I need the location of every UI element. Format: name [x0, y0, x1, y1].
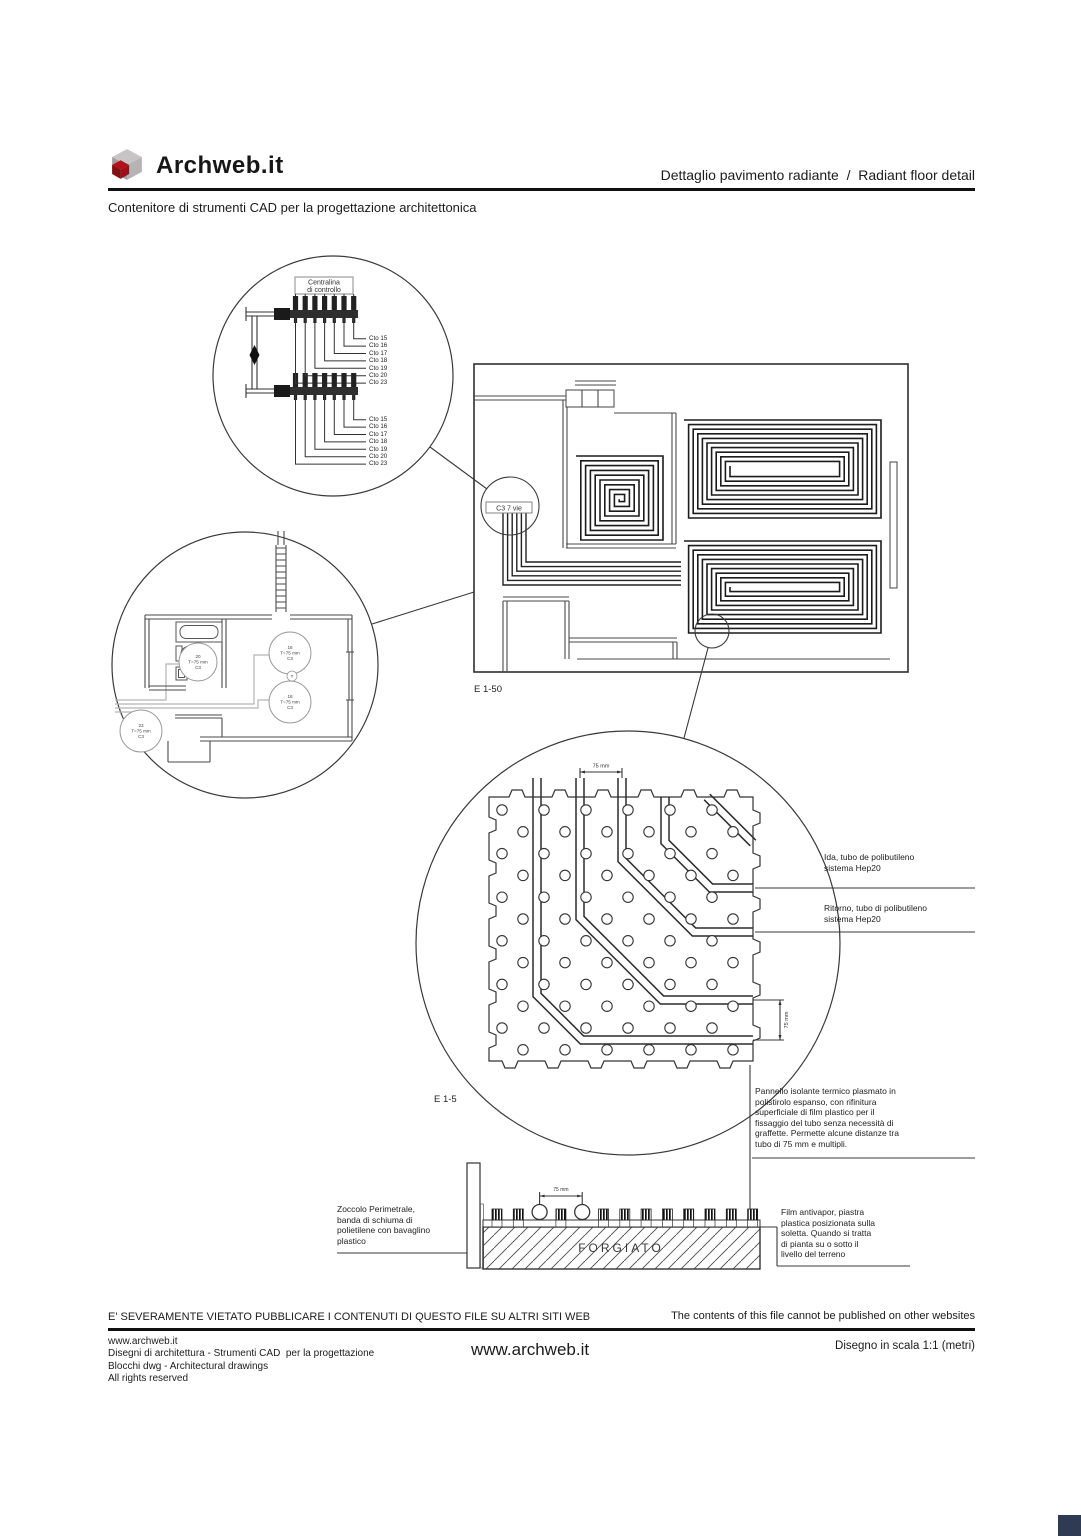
- header-rule: [108, 188, 975, 191]
- panel-detail-circle: 75 mm 75 mm: [415, 730, 841, 1156]
- circuit-label: Cto 23: [369, 379, 388, 387]
- svg-text:T=75 mm: T=75 mm: [131, 728, 151, 733]
- circuit-label: Cto 18: [369, 438, 388, 446]
- circuit-label: Cto 16: [369, 423, 388, 431]
- room-circuit-lines: [115, 654, 269, 726]
- section-nubs: [491, 1208, 758, 1227]
- room-walls: [144, 531, 354, 763]
- plan-scale-label: E 1-50: [474, 684, 502, 695]
- plan-radiator: [889, 461, 898, 589]
- svg-text:T=75 mm: T=75 mm: [280, 699, 300, 704]
- svg-text:C3: C3: [287, 656, 293, 661]
- thermostat-label: T: [291, 674, 294, 679]
- annotation-film: Film antivapor, piastra plastica posizio…: [781, 1207, 876, 1260]
- circuit-label: Cto 15: [369, 335, 388, 342]
- heating-coil-top: [684, 419, 882, 519]
- annotation-leaders: [337, 887, 975, 1267]
- circuit-label: Cto 20: [369, 371, 388, 379]
- manifold-detail-circle: Centralina di controllo: [212, 255, 488, 497]
- footer-rule: [108, 1328, 975, 1331]
- annotation-pannello: Pannello isolante termico plasmato in po…: [755, 1086, 899, 1149]
- svg-text:20: 20: [195, 654, 201, 659]
- plan-walls: [474, 380, 890, 672]
- annotation-ritorno: Ritorno, tubo di polibutileno sistema He…: [824, 903, 928, 924]
- panel-plate: [482, 1219, 761, 1228]
- floor-plan: C3 7 vie: [473, 363, 909, 739]
- dim-top: 75 mm: [579, 764, 623, 778]
- svg-text:C3: C3: [195, 665, 201, 670]
- page-subtitle: Contenitore di strumenti CAD per la prog…: [108, 200, 477, 215]
- footer-line4: All rights reserved: [108, 1373, 189, 1384]
- heating-coil-bottom: [684, 540, 882, 634]
- control-box-label: Centralina: [308, 280, 340, 287]
- archweb-logo-icon: [112, 149, 142, 180]
- section-wall: [466, 1162, 481, 1269]
- footer-line3: Blocchi dwg - Architectural drawings: [108, 1361, 269, 1372]
- footer-site: www.archweb.it: [108, 1336, 178, 1347]
- footer-line2: Disegni di architettura - Strumenti CAD …: [108, 1348, 375, 1359]
- dim-section-label: 75 mm: [553, 1187, 568, 1193]
- svg-text:C3: C3: [138, 734, 144, 739]
- slab-label: FORGIATO: [578, 1241, 664, 1255]
- circuit-label: Cto 17: [369, 430, 388, 438]
- footer-scale-note: Disegno in scala 1:1 (metri): [835, 1340, 975, 1352]
- leader-to-plan-2: [371, 591, 475, 625]
- circuit-label: Cto 17: [369, 349, 388, 357]
- leader-to-plan: [429, 446, 488, 490]
- svg-text:16: 16: [287, 645, 293, 650]
- annotation-ida: Ida, tubo de polibutileno sistema Hep20: [824, 852, 915, 873]
- manifold-linework: [245, 294, 366, 465]
- circuit-label: Cto 16: [369, 342, 388, 350]
- manifold-tag: C3 7 vie: [496, 506, 522, 513]
- panel-scale-label: E 1-5: [434, 1094, 457, 1105]
- dim-right: 75 mm: [753, 999, 790, 1041]
- svg-text:23: 23: [138, 723, 144, 728]
- archweb-logo-text: Archweb.it: [156, 152, 284, 179]
- tube-section: [531, 1203, 548, 1221]
- circuit-label: Cto 23: [369, 460, 388, 468]
- svg-text:T=75 mm: T=75 mm: [280, 650, 300, 655]
- circuit-label: Cto 20: [369, 452, 388, 460]
- circuit-label: Cto 15: [369, 416, 388, 423]
- tube-section: [574, 1203, 591, 1221]
- disclaimer-en: The contents of this file cannot be publ…: [671, 1310, 975, 1322]
- circuit-label: Cto 18: [369, 357, 388, 365]
- dim-section: 75 mm: [539, 1187, 583, 1204]
- control-box-label: di controllo: [307, 287, 341, 294]
- leader-to-panel-circle: [683, 647, 709, 739]
- footer-site-big: www.archweb.it: [471, 1340, 590, 1359]
- svg-text:18: 18: [287, 694, 293, 699]
- svg-text:T=75 mm: T=75 mm: [188, 659, 208, 664]
- annotation-zoccolo: Zoccolo Perimetrale, banda di schiuma di…: [337, 1204, 431, 1246]
- plan-window: [565, 389, 615, 408]
- thermostat-symbol: [286, 670, 298, 682]
- corner-badge: [1058, 1515, 1081, 1536]
- tube-channels: [532, 778, 757, 1045]
- panel-nubs: [496, 804, 739, 1056]
- disclaimer-it: E' SEVERAMENTE VIETATO PUBBLICARE I CONT…: [108, 1311, 591, 1323]
- dim-right-label: 75 mm: [784, 1011, 790, 1028]
- tube-callout-circle: [694, 613, 730, 649]
- manifold-callout-circle: [480, 476, 540, 536]
- page-title: Dettaglio pavimento radiante / Radiant f…: [660, 167, 975, 183]
- dim-top-label: 75 mm: [593, 764, 610, 770]
- pipe-bundle: [502, 513, 681, 586]
- slab: [482, 1226, 761, 1270]
- svg-text:C3: C3: [287, 705, 293, 710]
- circuit-label: Cto 19: [369, 445, 388, 453]
- circuit-label: Cto 19: [369, 364, 388, 372]
- section-drawing: 75 mm FORGIATO: [466, 1162, 761, 1270]
- heating-coil-small: [576, 455, 664, 541]
- insulation-panel-outline: [488, 789, 761, 1069]
